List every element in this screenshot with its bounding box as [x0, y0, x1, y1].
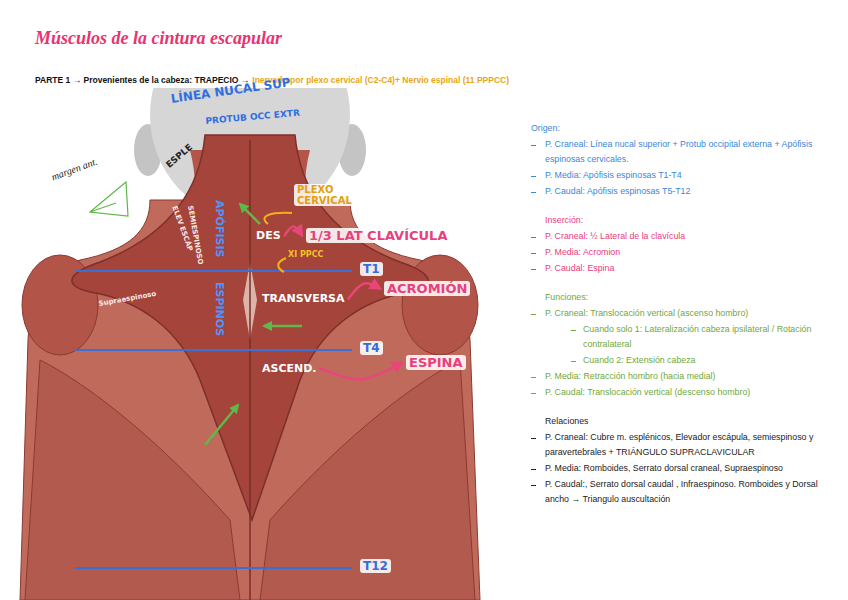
note-item: P. Craneal: Translocación vertical (asce…	[523, 306, 835, 321]
note-item: Origen:	[523, 121, 835, 136]
label-text: ASCEND.	[262, 362, 317, 375]
note-item: P. Craneal: Línea nucal superior + Protu…	[523, 137, 835, 167]
annotation-box: APÓFISIS	[213, 200, 226, 257]
bullet-dash	[531, 393, 536, 394]
bullet-dash	[531, 269, 536, 270]
nerve-line	[264, 213, 292, 224]
note-text: P. Media: Apófisis espinosas T1-T4	[545, 170, 682, 180]
bullet-dash	[531, 192, 536, 193]
page-title: Músculos de la cintura escapular	[35, 28, 282, 49]
note-item: P. Caudal:, Serrato dorsal caudal , Infr…	[523, 477, 835, 507]
note-item: P. Media: Acromion	[523, 245, 835, 260]
bullet-dash	[531, 314, 536, 315]
label-text: TRANSVERSA	[262, 292, 345, 305]
bullet-dash	[531, 237, 536, 238]
note-text: P. Media: Romboides, Serrato dorsal cran…	[545, 463, 783, 473]
label-text: ESPINA	[409, 355, 463, 370]
bullet-dash	[571, 330, 576, 331]
insertion-arrow	[321, 363, 402, 380]
annotation-box: T4	[360, 341, 383, 355]
note-text: P. Caudal: Espina	[545, 263, 614, 273]
spine-line	[249, 140, 251, 600]
note-text: Inserción:	[545, 215, 583, 225]
bullet-dash	[531, 176, 536, 177]
annotation: T1	[363, 262, 380, 276]
level-line	[75, 567, 352, 569]
muscle-label: ESPINA	[406, 355, 466, 370]
annotation: T12	[363, 559, 388, 573]
note-item: P. Craneal: Cubre m. esplénicos, Elevado…	[523, 430, 835, 460]
annotation: XI PPCC	[288, 250, 323, 259]
annotation-box: T1	[360, 262, 383, 276]
note-text: Relaciones	[545, 416, 589, 426]
subtitle: PARTE 1 → Provenientes de la cabeza: TRA…	[35, 75, 249, 85]
bullet-dash	[531, 485, 536, 486]
insertion-arrow	[349, 283, 380, 298]
note-text: P. Media: Retracción hombro (hacia media…	[545, 371, 715, 381]
note-item: P. Caudal: Espina	[523, 261, 835, 276]
nerve-line	[278, 258, 286, 272]
annotation: ESPINOS	[213, 282, 226, 336]
note-text: P. Craneal: Cubre m. esplénicos, Elevado…	[545, 432, 813, 457]
annotation: PLEXO CERVICAL	[297, 184, 352, 206]
bullet-dash	[531, 253, 536, 254]
note-item: P. Media: Romboides, Serrato dorsal cran…	[523, 461, 835, 476]
annotation-box: T12	[360, 559, 391, 573]
note-item: Funciones:	[523, 290, 835, 305]
notes-column: Origen: P. Craneal: Línea nucal superior …	[523, 120, 835, 507]
annotation: T4	[363, 341, 380, 355]
bullet-dash	[531, 438, 536, 439]
note-item: Cuando 2: Extensión cabeza	[523, 353, 835, 368]
note-item: P. Craneal: ½ Lateral de la clavícula	[523, 229, 835, 244]
note-item: P. Caudal: Translocación vertical (desce…	[523, 385, 835, 400]
label-text: 1/3 LAT CLAVÍCULA	[309, 228, 447, 243]
note-item: P. Caudal: Apófisis espinosas T5-T12	[523, 184, 835, 199]
note-text: P. Craneal: ½ Lateral de la clavícula	[545, 231, 685, 241]
annotation-box: XI PPCC	[288, 250, 323, 259]
note-text: Cuando solo 1: Lateralización cabeza ips…	[583, 324, 811, 349]
bullet-dash	[571, 361, 576, 362]
bullet-dash	[531, 377, 536, 378]
note-text: P. Media: Acromion	[545, 247, 620, 257]
note-text: P. Craneal: Línea nucal superior + Protu…	[545, 139, 812, 164]
bullet-dash	[531, 145, 536, 146]
note-text: P. Caudal:, Serrato dorsal caudal , Infr…	[545, 479, 818, 504]
muscle-label: 1/3 LAT CLAVÍCULA	[306, 228, 450, 243]
note-text: Cuando 2: Extensión cabeza	[583, 355, 695, 365]
label-text: DES	[256, 229, 281, 242]
muscle-label: ACROMIÓN	[384, 281, 470, 296]
annotation-box: PLEXO CERVICAL	[294, 184, 362, 206]
annotation-box: ESPINOS	[213, 282, 226, 336]
fiber-arrow	[205, 405, 238, 445]
muscle-label: DES	[256, 229, 281, 242]
level-line	[75, 270, 352, 272]
note-text: Funciones:	[545, 292, 588, 302]
annotation: margen ant.	[50, 156, 99, 183]
annotation-box: margen ant.	[50, 156, 99, 183]
note-text: P. Caudal: Translocación vertical (desce…	[545, 387, 750, 397]
note-item: Cuando solo 1: Lateralización cabeza ips…	[523, 322, 835, 352]
note-item: Relaciones	[523, 414, 835, 429]
anatomy	[20, 88, 480, 600]
fiber-arrow	[240, 204, 260, 224]
bullet-dash	[531, 469, 536, 470]
muscle-label: ASCEND.	[262, 362, 317, 375]
label-text: ACROMIÓN	[387, 281, 467, 296]
note-item: P. Media: Apófisis espinosas T1-T4	[523, 168, 835, 183]
note-text: P. Caudal: Apófisis espinosas T5-T12	[545, 186, 690, 196]
note-item: Inserción:	[523, 213, 835, 228]
triangle-sketch	[90, 182, 128, 216]
insertion-arrow	[285, 227, 302, 236]
note-text: Origen:	[531, 123, 560, 133]
annotation: APÓFISIS	[213, 200, 226, 257]
note-item: P. Media: Retracción hombro (hacia media…	[523, 369, 835, 384]
note-text: P. Craneal: Translocación vertical (asce…	[545, 308, 748, 318]
muscle-label: TRANSVERSA	[262, 292, 345, 305]
fiber-arrow	[264, 325, 302, 328]
level-line	[75, 349, 352, 351]
